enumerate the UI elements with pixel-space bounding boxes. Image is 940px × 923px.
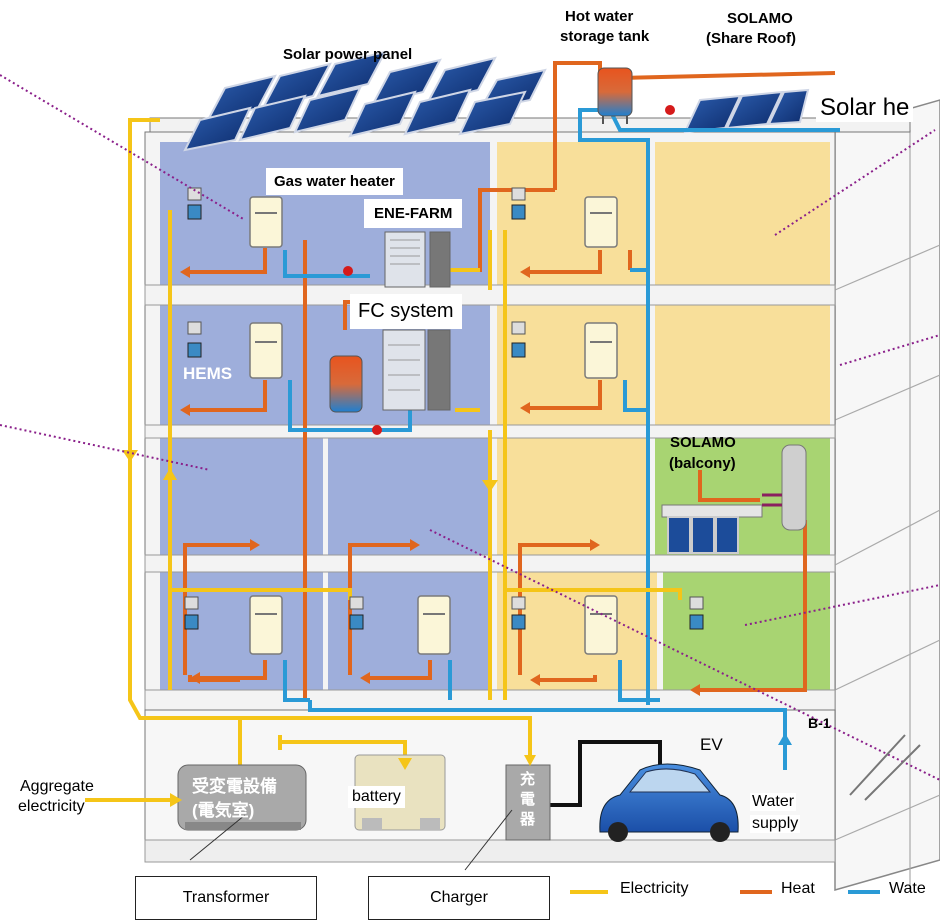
water-supply-label-2: supply bbox=[750, 815, 801, 833]
solar-heat-label: Solar he bbox=[816, 94, 914, 122]
ene-farm-vents bbox=[388, 239, 420, 391]
side-arrows bbox=[849, 734, 921, 801]
water-supply-label-1: Water bbox=[750, 793, 797, 811]
heat-arrows bbox=[180, 266, 700, 696]
legend-swatch-water bbox=[848, 890, 880, 894]
unit-yellow bbox=[655, 142, 830, 285]
legend-swatch-heat bbox=[740, 890, 772, 894]
hems-devices bbox=[184, 187, 704, 630]
aggregate-label-1: Aggregate bbox=[20, 778, 94, 795]
unit-blue bbox=[328, 438, 490, 555]
b1-label: B-1 bbox=[808, 715, 831, 731]
substation-label-2: (電気室) bbox=[192, 801, 255, 820]
building-side-lines bbox=[834, 130, 940, 890]
ev-charge-line bbox=[550, 740, 662, 807]
solamo-balcony-label-2: (balcony) bbox=[669, 455, 736, 472]
hot-water-tank-roof bbox=[597, 67, 633, 124]
hems-label: HEMS bbox=[183, 364, 233, 383]
fc-system-label: FC system bbox=[350, 294, 462, 329]
ev-car-icon bbox=[599, 763, 739, 842]
charger-equipment bbox=[505, 764, 551, 841]
water-arrow bbox=[778, 733, 792, 745]
gas-water-heaters bbox=[249, 196, 618, 655]
gas-water-heater-label: Gas water heater bbox=[266, 168, 403, 195]
pump-icon bbox=[665, 105, 675, 115]
solar-power-panel-label: Solar power panel bbox=[283, 46, 413, 63]
substation-equipment bbox=[177, 764, 307, 831]
charger-kanji-label: 充 電 器 bbox=[520, 771, 536, 828]
legend-label-heat: Heat bbox=[781, 880, 815, 897]
charger-leader bbox=[464, 809, 513, 871]
unit-yellow bbox=[655, 305, 830, 425]
charger-box: Charger bbox=[368, 876, 550, 920]
hot-water-tank-label-2: storage tank bbox=[560, 28, 650, 45]
solamo-roof-label-1: SOLAMO bbox=[727, 10, 793, 27]
ene-farm-unit bbox=[382, 231, 451, 411]
charger-label: Charger bbox=[430, 889, 488, 906]
legend-label-electricity: Electricity bbox=[620, 880, 689, 897]
pump-icon bbox=[343, 266, 353, 276]
unit-blue bbox=[328, 572, 490, 690]
transformer-leader bbox=[189, 814, 246, 861]
aggregate-label-2: electricity bbox=[18, 798, 85, 815]
unit-green bbox=[663, 572, 830, 690]
ene-farm-label: ENE-FARM bbox=[364, 199, 463, 228]
pump-icon bbox=[372, 425, 382, 435]
solar-power-panels bbox=[183, 50, 547, 152]
solamo-balcony-label-1: SOLAMO bbox=[670, 434, 736, 451]
unit-blue bbox=[160, 438, 323, 555]
battery-label: battery bbox=[348, 786, 405, 808]
transformer-label: Transformer bbox=[182, 889, 270, 906]
transformer-box: Transformer bbox=[135, 876, 317, 920]
heat-lines bbox=[183, 61, 836, 700]
hot-water-tank-fc bbox=[329, 355, 363, 413]
ev-label: EV bbox=[700, 735, 723, 754]
hot-water-tank-label-1: Hot water bbox=[565, 8, 634, 25]
legend-label-water: Wate bbox=[889, 880, 926, 897]
legend-swatch-electricity bbox=[570, 890, 608, 894]
basement-slab bbox=[144, 839, 836, 863]
substation-label-1: 受変電設備 bbox=[192, 777, 277, 796]
solamo-balcony-unit bbox=[661, 444, 807, 554]
solamo-roof-label-2: (Share Roof) bbox=[706, 30, 796, 47]
unit-yellow bbox=[497, 438, 647, 555]
electricity-lines bbox=[85, 118, 682, 802]
leader-lines bbox=[0, 74, 940, 781]
